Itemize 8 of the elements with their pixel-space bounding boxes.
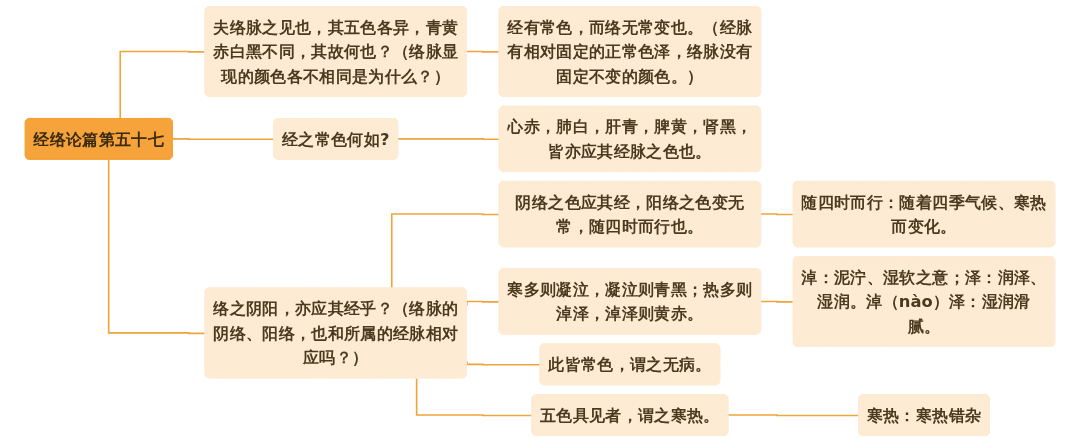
connector [397,138,501,141]
connector [760,213,795,216]
connector [119,50,207,120]
connector [727,414,860,417]
connector [466,360,542,366]
connector [107,158,207,335]
connector [466,50,501,53]
connector [760,300,795,303]
